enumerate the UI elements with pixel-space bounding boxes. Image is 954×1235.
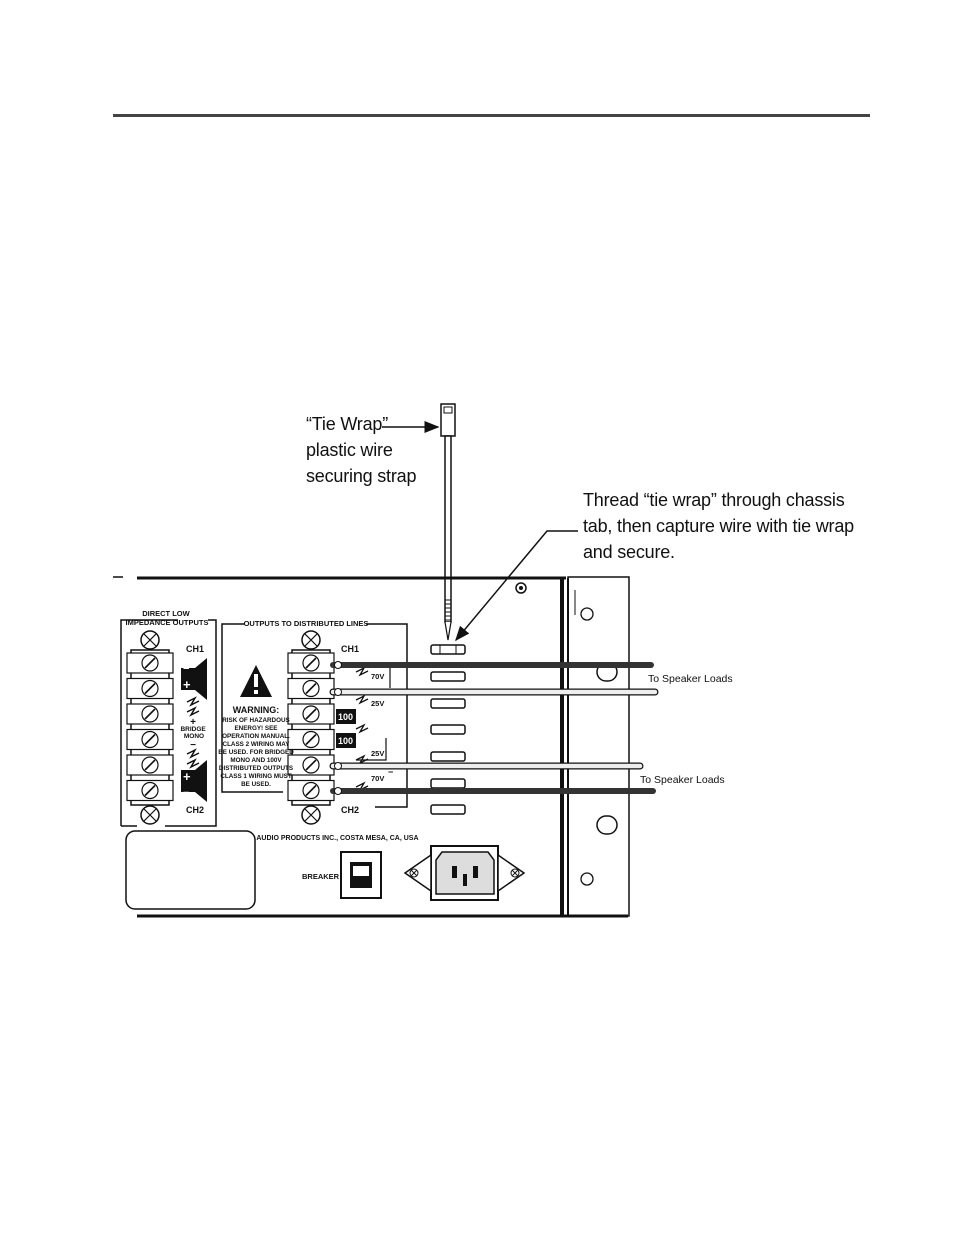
inlet-screw-left [409, 868, 419, 878]
tie-wrap-strap [440, 403, 456, 641]
distributed-outputs-group: OUTPUTS TO DISTRIBUTED LINES [221, 619, 408, 808]
ch2-minus-sign: − [183, 787, 189, 799]
tap-70v-ch1: 70V [371, 672, 384, 681]
ch1-plus-sign: + [183, 677, 191, 692]
terminal-strip-left [126, 630, 174, 825]
ch1-left-label: CH1 [186, 644, 204, 654]
tap-25v-ch1: 25V [371, 699, 384, 708]
screw-top-right [301, 630, 321, 650]
speaker-loads-label-1: To Speaker Loads [648, 673, 733, 685]
warning-text-line: CLASS 2 WIRING MAY [223, 741, 291, 748]
ac-power-inlet [403, 845, 526, 901]
svg-text:DIRECT LOW IMPEDANCE OUT: DIRECT LOW IMPEDANCE OUTPUTS [126, 609, 209, 627]
tap-minus-sign: − [388, 767, 393, 777]
ch2-left-label: CH2 [186, 805, 204, 815]
screw-bottom-right [301, 805, 321, 825]
bridge-mono-line1: BRIDGE [180, 726, 206, 733]
warning-text-line: CLASS 1 WIRING MUST [220, 773, 292, 780]
warning-text-line: ENERGY! SEE [234, 725, 277, 732]
header-rule [113, 114, 870, 117]
speaker-loads-label-2: To Speaker Loads [640, 774, 725, 786]
screw-top-left [140, 630, 160, 650]
warning-text-line: DISTRIBUTED OUTPUTS [219, 765, 293, 772]
tap-labels: 70V 25V 100 100 25V 70V − [336, 665, 393, 792]
screw-bottom-left [140, 805, 160, 825]
tie-wrap-callout: “Tie Wrap” plastic wire securing strap [306, 414, 417, 486]
tap-100-ch2: 100 [338, 736, 353, 746]
amplifier-chassis [113, 576, 630, 918]
warning-title: WARNING: [233, 705, 280, 715]
terminal-strip-right [287, 630, 335, 825]
ch2-plus-sign: + [183, 769, 191, 784]
speaker-icon-ch2: + − [181, 760, 207, 802]
label-plate [125, 830, 256, 910]
speaker-icon-ch1: − + [181, 658, 207, 700]
bridge-plus-sign: + [190, 717, 196, 728]
speaker-wires [329, 661, 659, 795]
bridge-minus-sign: − [190, 740, 196, 751]
svg-text:BRIDGE MONO: BRIDGE MONO [180, 726, 207, 740]
ch1-right-label: CH1 [341, 644, 359, 654]
tap-25v-ch2: 25V [371, 749, 384, 758]
breaker-label: BREAKER [302, 872, 340, 881]
warning-text-line: BE USED. FOR BRIDGED [218, 749, 294, 756]
distributed-header: OUTPUTS TO DISTRIBUTED LINES [244, 619, 369, 628]
warning-text-line: MONO AND 100V [230, 757, 282, 764]
direct-low-header-line2: IMPEDANCE OUTPUTS [126, 618, 209, 627]
bridge-mono-markings: + BRIDGE MONO − [180, 696, 207, 769]
breaker-switch[interactable] [340, 851, 382, 899]
bridge-mono-line2: MONO [184, 733, 204, 740]
direct-low-header-line1: DIRECT LOW [142, 609, 190, 618]
thread-leader [455, 530, 578, 642]
warning-symbol [240, 665, 272, 697]
inlet-screw-right [510, 868, 520, 878]
direct-outputs-group: DIRECT LOW IMPEDANCE OUTPUTS [120, 609, 217, 827]
tap-100-ch1: 100 [338, 712, 353, 722]
tap-70v-ch2: 70V [371, 774, 384, 783]
warning-text-line: OPERATION MANUAL. [222, 733, 290, 740]
ch2-right-label: CH2 [341, 805, 359, 815]
thread-instruction-callout: Thread “tie wrap” through chassis tab, t… [583, 490, 854, 562]
ch1-minus-sign: − [183, 663, 189, 675]
warning-text-line: BE USED. [241, 781, 271, 788]
manufacturer-line: QSC AUDIO PRODUCTS INC., COSTA MESA, CA,… [239, 835, 418, 842]
warning-text-line: RISK OF HAZARDOUS [222, 717, 290, 724]
